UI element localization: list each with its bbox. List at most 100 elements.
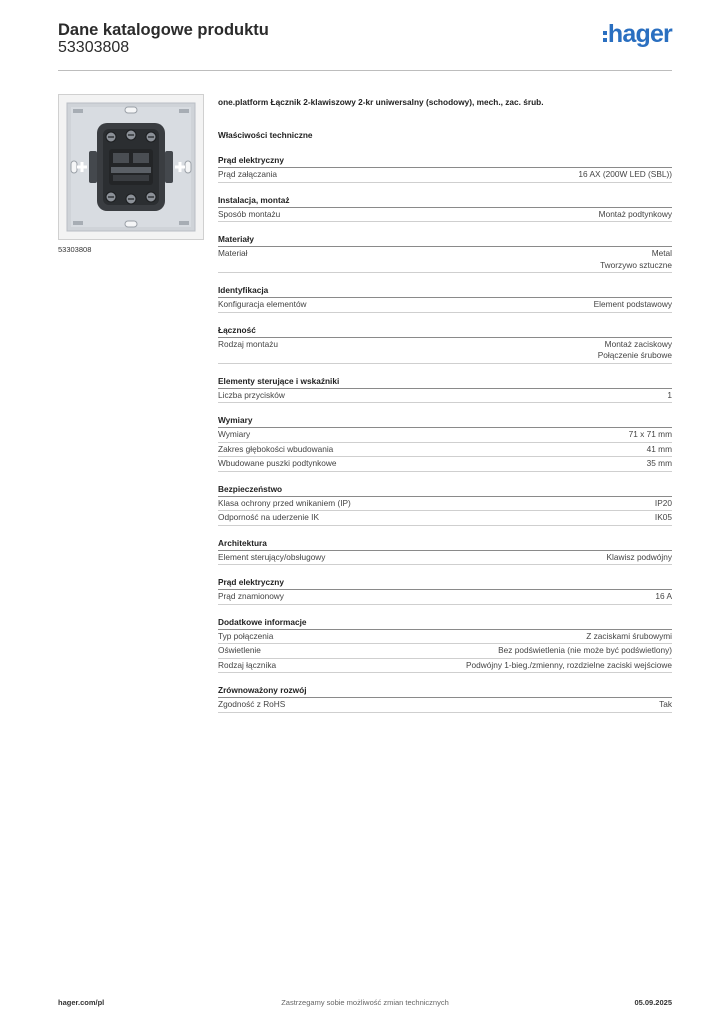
property-label: Sposób montażu	[218, 208, 281, 219]
property-value: Klawisz podwójny	[606, 551, 672, 562]
property-values: Montaż podtynkowy	[599, 209, 672, 221]
property-value: Element podstawowy	[593, 299, 672, 309]
property-row: Odporność na uderzenie IK IK05	[218, 511, 672, 526]
property-value: 16 AX (200W LED (SBL))	[578, 169, 672, 179]
property-value: IP20	[654, 497, 672, 508]
property-value: 16 A	[655, 591, 672, 601]
property-value: Połączenie śrubowe	[597, 350, 672, 360]
property-values: Podwójny 1-bieg./zmienny, rozdzielne zac…	[466, 660, 672, 672]
property-values: 16 A	[655, 591, 672, 603]
section-title: Prąd elektryczny	[218, 576, 672, 590]
property-label: Rodzaj montażu	[218, 338, 278, 349]
property-label: Materiał	[218, 248, 248, 258]
property-row: Rodzaj łącznika Podwójny 1-bieg./zmienny,…	[218, 659, 672, 673]
property-label: Rodzaj łącznika	[218, 659, 277, 670]
property-row: Element sterujący/obsługowy Klawisz podwó…	[218, 551, 672, 565]
property-label: Element sterujący/obsługowy	[218, 551, 326, 562]
property-label: Oświetlenie	[218, 645, 261, 655]
footer-date: 05.09.2025	[634, 998, 672, 1007]
property-values: 41 mm	[647, 444, 672, 456]
footer-notice: Zastrzegamy sobie możliwość zmian techni…	[281, 998, 449, 1007]
image-caption: 53303808	[58, 245, 92, 254]
section-title: Wymiary	[218, 414, 672, 428]
property-label: Typ połączenia	[218, 630, 274, 641]
property-row: Klasa ochrony przed wnikaniem (IP) IP20	[218, 497, 672, 511]
section-title: Dodatkowe informacje	[218, 616, 672, 630]
hager-logo: hager	[602, 20, 673, 48]
property-value: Tworzywo sztuczne	[600, 259, 672, 270]
property-value: 35 mm	[646, 458, 672, 468]
page-header: Dane katalogowe produktu 53303808 hager	[58, 18, 673, 71]
property-label: Zakres głębokości wbudowania	[218, 443, 334, 454]
property-value: Podwójny 1-bieg./zmienny, rozdzielne zac…	[466, 659, 672, 670]
properties-title: Właściwości techniczne	[218, 130, 313, 140]
section-title: Łączność	[218, 324, 672, 338]
property-values: 16 AX (200W LED (SBL))	[578, 169, 672, 181]
section-title: Instalacja, montaż	[218, 194, 672, 208]
section-title: Elementy sterujące i wskaźniki	[218, 375, 672, 389]
property-values: Bez podświetlenia (nie może być podświet…	[498, 645, 672, 657]
property-value: 71 x 71 mm	[628, 429, 672, 439]
property-value: Z zaciskami śrubowymi	[586, 630, 672, 641]
section-title: Architektura	[218, 537, 672, 551]
property-label: Prąd znamionowy	[218, 591, 284, 601]
product-description: one.platform Łącznik 2-klawiszowy 2-kr u…	[218, 97, 544, 107]
property-label: Prąd załączania	[218, 169, 278, 179]
property-values: Z zaciskami śrubowymi	[586, 631, 672, 643]
property-value: 1	[667, 389, 672, 400]
property-label: Wymiary	[218, 429, 251, 439]
product-details: one.platform Łącznik 2-klawiszowy 2-kr u…	[218, 96, 672, 724]
section-title: Identyfikacja	[218, 284, 672, 298]
logo-dots-icon	[602, 30, 607, 42]
property-values: 35 mm	[647, 458, 672, 470]
property-row: Zakres głębokości wbudowania 41 mm	[218, 443, 672, 457]
property-row: Typ połączenia Z zaciskami śrubowymi	[218, 630, 672, 644]
section-title: Prąd elektryczny	[218, 154, 672, 168]
product-code: 53303808	[58, 39, 130, 56]
property-row: Prąd załączania 16 AX (200W LED (SBL))	[218, 168, 672, 183]
page-footer: hager.com/pl Zastrzegamy sobie możliwość…	[58, 998, 672, 1010]
section-title: Zrównoważony rozwój	[218, 684, 672, 698]
property-row: Prąd znamionowy 16 A	[218, 590, 672, 605]
property-values: IP20	[655, 498, 672, 510]
property-value: 41 mm	[646, 443, 672, 454]
property-value: Tak	[659, 699, 672, 709]
property-values: IK05	[655, 512, 672, 524]
property-row: Oświetlenie Bez podświetlenia (nie może b…	[218, 644, 672, 659]
footer-website: hager.com/pl	[58, 998, 105, 1007]
logo-text: hager	[607, 20, 673, 48]
switch-mechanism-icon	[66, 102, 196, 232]
section-title: Materiały	[218, 233, 672, 247]
property-row: Wymiary 71 x 71 mm	[218, 428, 672, 443]
property-values: 71 x 71 mm	[629, 429, 672, 441]
property-row: Zgodność z RoHS Tak	[218, 698, 672, 713]
property-value: Montaż podtynkowy	[598, 208, 672, 219]
property-label: Klasa ochrony przed wnikaniem (IP)	[218, 497, 351, 508]
property-value: Montaż zaciskowy	[604, 338, 672, 349]
property-label: Zgodność z RoHS	[218, 699, 286, 709]
property-values: Tak	[659, 699, 672, 711]
property-value: Metal	[651, 248, 672, 258]
property-values: 1	[667, 390, 672, 402]
property-value: Bez podświetlenia (nie może być podświet…	[498, 645, 672, 655]
property-label: Odporność na uderzenie IK	[218, 512, 320, 522]
